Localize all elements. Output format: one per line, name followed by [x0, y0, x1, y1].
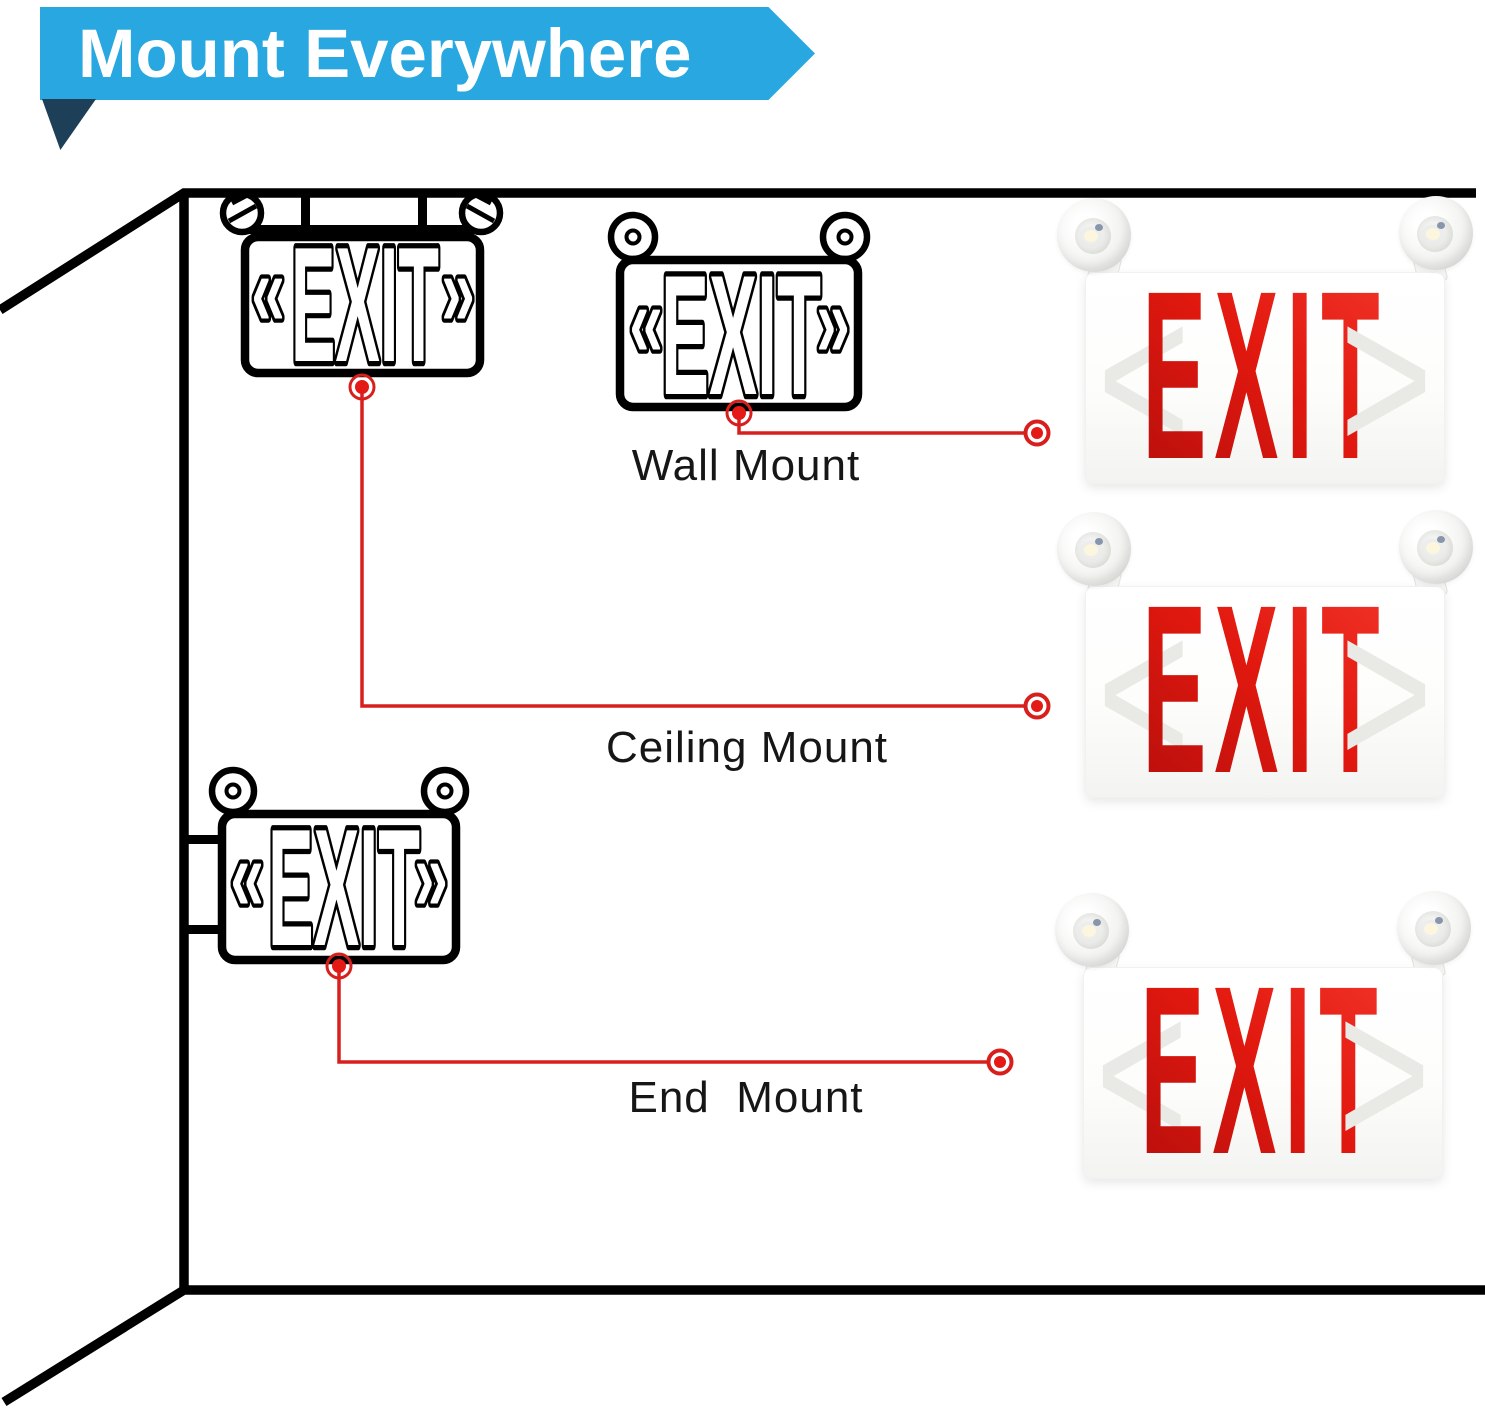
page-title: Mount Everywhere [78, 15, 692, 92]
lamp-head [1399, 510, 1473, 584]
lamp-lens [1073, 913, 1109, 949]
led-chip [1082, 925, 1096, 937]
ceiling-mount-schematic: « EXIT » [219, 190, 1051, 720]
led-dot [1095, 538, 1103, 545]
room-corner-lines [0, 188, 1485, 1407]
connector-line [360, 393, 1026, 708]
led-dot [1095, 224, 1103, 231]
chevron-left-icon: « [230, 818, 263, 933]
chevron-left-icon: « [629, 264, 662, 379]
lamp-head-icon [607, 211, 659, 263]
exit-text: EXIT [1140, 938, 1386, 1206]
wall-bracket-bottom [188, 925, 224, 934]
connector-dot [332, 959, 346, 973]
label-wall-mount: Wall Mount [631, 441, 861, 490]
exit-text: EXIT [1142, 243, 1388, 511]
chevron-left-icon: « [251, 233, 284, 348]
led-chip [1426, 542, 1440, 554]
mounting-bar [247, 225, 480, 234]
exit-sign-face: < EXIT > [1085, 256, 1445, 499]
lamp-head-icon [458, 190, 504, 236]
product-photo-end-mount: < EXIT > [1055, 891, 1471, 1194]
exit-sign-face: < EXIT > [1083, 951, 1443, 1194]
emboss-chevron-right-icon: > [1337, 951, 1431, 1194]
lamp-head [1057, 512, 1131, 586]
lamp-lens [1075, 218, 1111, 254]
exit-sign-outline [240, 232, 485, 378]
connector-line [337, 972, 992, 1064]
chevron-right-icon: » [816, 264, 849, 379]
connector-ring-dot [1031, 700, 1043, 712]
product-photo-ceiling-mount: < EXIT > [1057, 510, 1473, 813]
emboss-chevron-left-icon: < [1095, 964, 1188, 1181]
connector-line [737, 419, 1026, 435]
emboss-chevron-right-icon: > [1339, 256, 1433, 499]
connector-ring-dot [994, 1056, 1006, 1068]
connector-ring-dot [1031, 427, 1043, 439]
label-ceiling-mount: Ceiling Mount [605, 723, 889, 772]
wall-mount-schematic: « EXIT » [607, 211, 1051, 447]
chevron-right-icon: » [414, 818, 447, 933]
lamp-head-icon [219, 190, 265, 236]
lamp-lens [1417, 530, 1453, 566]
led-chip [1084, 230, 1098, 242]
ceiling-post-right [418, 195, 427, 233]
led-chip [1424, 923, 1438, 935]
wall-bracket-top [188, 835, 224, 844]
lamp-head [1055, 893, 1129, 967]
lamp-head-icon [819, 211, 871, 263]
exit-text: EXIT [291, 213, 439, 396]
connector-dot [732, 406, 746, 420]
exit-text: EXIT [661, 240, 821, 431]
led-chip [1426, 228, 1440, 240]
product-photo-wall-mount: < EXIT > [1057, 196, 1473, 499]
exit-sign-face: < EXIT > [1085, 570, 1445, 813]
connector-dot [355, 380, 369, 394]
emboss-chevron-left-icon: < [1097, 583, 1190, 800]
exit-text: EXIT [1142, 557, 1388, 825]
lamp-head-icon [420, 766, 470, 816]
lamp-head-icon [208, 766, 258, 816]
lamp-lens [1415, 911, 1451, 947]
led-dot [1437, 536, 1445, 543]
led-chip [1084, 544, 1098, 556]
lamp-head [1057, 198, 1131, 272]
chevron-right-icon: » [441, 233, 474, 348]
label-end-mount: End Mount [628, 1073, 864, 1122]
lamp-lens [1075, 532, 1111, 568]
led-dot [1437, 222, 1445, 229]
end-mount-schematic: « EXIT » [188, 766, 1014, 1076]
ceiling-post-left [301, 195, 310, 233]
led-dot [1093, 919, 1101, 926]
led-dot [1435, 917, 1443, 924]
title-banner: Mount Everywhere [40, 7, 815, 100]
lamp-head [1399, 196, 1473, 270]
lamp-head [1397, 891, 1471, 965]
emboss-chevron-right-icon: > [1339, 570, 1433, 813]
lamp-lens [1417, 216, 1453, 252]
emboss-chevron-left-icon: < [1097, 269, 1190, 486]
